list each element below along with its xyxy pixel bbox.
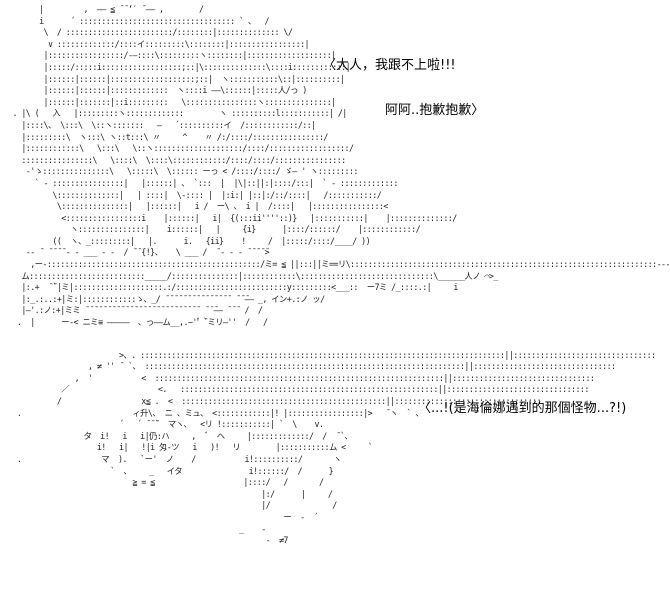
dialogue-line-3: 〈...!(是海倫娜遇到的那個怪物...?!) — [418, 401, 627, 416]
aa-art-characters: | , ―― ≦ ̄ ̄ ‘′ ̄ ―– , / i ´ :::::::::::… — [12, 4, 670, 328]
aa-art-monster: >、. ::::::::::::::::::::::::::::::::::::… — [16, 349, 656, 546]
dialogue-line-2: 阿阿..抱歉抱歉〉 — [385, 103, 485, 118]
dialogue-line-1: 〈大人，我跟不上啦!!! — [323, 58, 456, 73]
